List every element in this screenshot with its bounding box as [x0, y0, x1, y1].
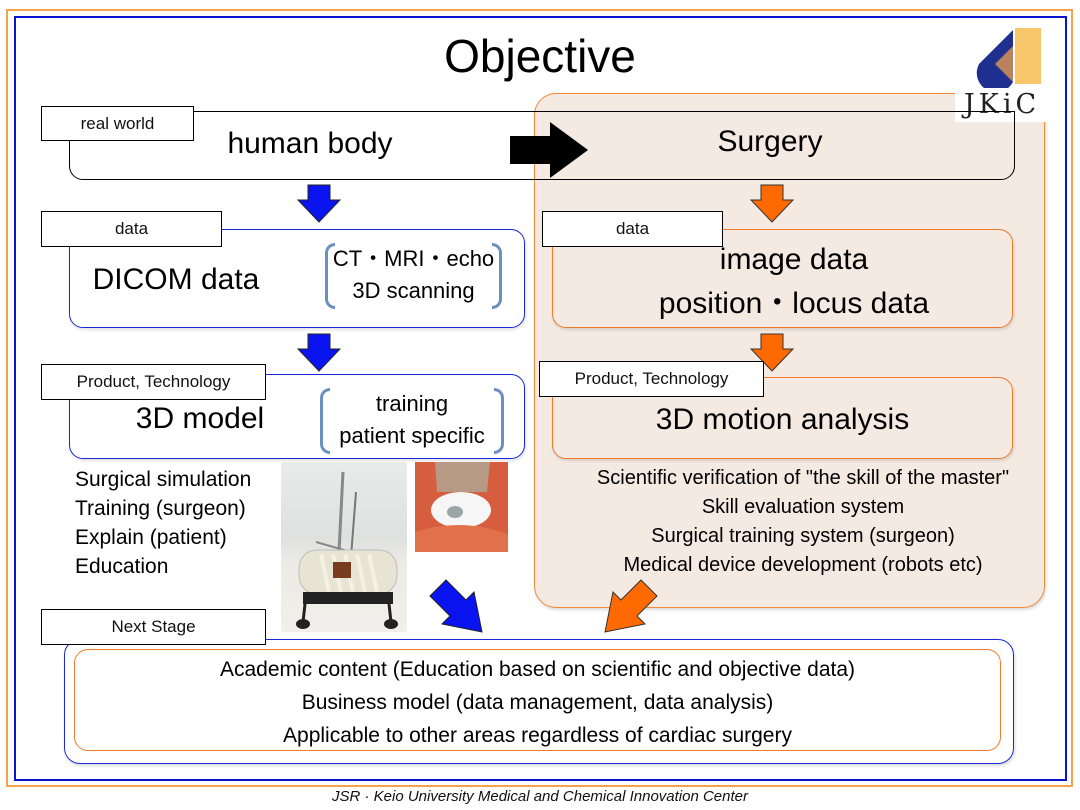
list-item: Skill evaluation system [701, 496, 905, 518]
heart-closeup-illustration-icon [415, 462, 508, 552]
heart-model-closeup-photo [415, 462, 508, 552]
position-locus-line: position・locus data [658, 287, 930, 320]
logo-text: JKiC [963, 89, 1041, 120]
left-bracket [325, 243, 335, 309]
blue-down-arrow-icon [296, 184, 342, 223]
3d-model-label: 3D model [135, 402, 265, 435]
next-stage-item: Applicable to other areas regardless of … [283, 724, 792, 747]
blue-down-arrow-icon [296, 333, 342, 372]
next-stage-box [64, 639, 1014, 764]
page-title: Objective [444, 30, 636, 82]
list-item: Explain (patient) [75, 526, 227, 549]
model-type-line: patient specific [339, 423, 485, 448]
list-item: Surgical training system (surgeon) [651, 525, 955, 547]
image-data-lines: image data position・locus data [552, 238, 1036, 326]
left-uses-list: Surgical simulation Training (surgeon) E… [75, 465, 275, 581]
right-data-tag: data [542, 211, 723, 247]
list-item: Medical device development (robots etc) [623, 554, 983, 576]
jkic-logo-icon [976, 28, 1041, 88]
left-bracket [320, 388, 330, 454]
outer-frame-orange [6, 9, 1073, 787]
image-data-line: image data [719, 243, 869, 276]
surgery-label: Surgery [717, 125, 823, 158]
list-item: Scientific verification of "the skill of… [596, 467, 1010, 489]
next-stage-lines: Academic content (Education based on sci… [74, 653, 1001, 752]
left-data-tag: data [41, 211, 222, 247]
list-item: Training (surgeon) [75, 497, 246, 520]
right-bracket [494, 388, 504, 454]
dicom-data-label: DICOM data [92, 263, 260, 296]
list-item: Surgical simulation [75, 468, 252, 491]
footer-credit: JSR · Keio University Medical and Chemic… [331, 788, 748, 805]
orange-down-arrow-icon [749, 184, 795, 223]
heart-simulator-photo [281, 462, 407, 632]
dicom-sources-bracket: CT・MRI・echo 3D scanning [325, 243, 502, 309]
list-item: Education [75, 555, 169, 578]
right-uses-list: Scientific verification of "the skill of… [560, 464, 1046, 580]
real-world-box [69, 111, 1015, 180]
real-world-tag: real world [41, 106, 194, 141]
next-stage-tag: Next Stage [41, 609, 266, 645]
left-product-tag: Product, Technology [41, 364, 266, 400]
simulator-illustration-icon [296, 471, 398, 629]
black-right-arrow-icon [510, 122, 588, 178]
next-stage-item: Business model (data management, data an… [301, 691, 774, 714]
blue-diagonal-arrow-icon [429, 579, 483, 633]
model-type-line: training [375, 391, 449, 416]
orange-down-arrow-icon [749, 333, 795, 372]
human-body-label: human body [227, 127, 393, 160]
outer-frame-blue [14, 16, 1067, 781]
dicom-source-line: CT・MRI・echo [332, 246, 495, 271]
next-stage-inner-box [74, 649, 1001, 751]
3d-model-uses-bracket: training patient specific [320, 388, 504, 454]
right-product-tag: Product, Technology [539, 361, 764, 397]
dicom-source-line: 3D scanning [352, 278, 475, 303]
right-bracket [492, 243, 502, 309]
jkic-logo: JKiC [955, 24, 1049, 122]
orange-diagonal-arrow-icon [604, 579, 658, 633]
next-stage-item: Academic content (Education based on sci… [219, 658, 856, 681]
3d-motion-analysis-label: 3D motion analysis [655, 403, 910, 436]
